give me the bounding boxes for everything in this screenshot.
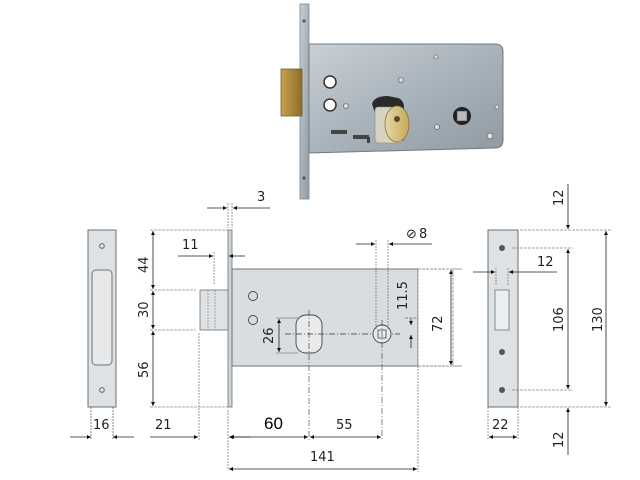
faceplate-front-view: 16	[70, 229, 134, 440]
strike-top-margin-label: 12	[552, 189, 567, 206]
lock-photo	[280, 3, 504, 200]
photo-lock-body	[308, 43, 504, 154]
faceplate-width-label: 16	[93, 418, 110, 433]
strike-plate-view: 12 12 106 130 12 22	[473, 184, 612, 455]
cylinder-height-label: 26	[262, 327, 277, 344]
spindle-offset-label: 11.5	[396, 281, 411, 310]
offset-label: 21	[155, 418, 172, 433]
strike-hole-offset-label: 12	[537, 255, 554, 270]
photo-latch-bolt	[280, 68, 303, 117]
square-symbol: ⊘	[406, 227, 417, 242]
faceplate-thickness-label: 3	[257, 190, 265, 205]
bolt-projection-label: 11	[182, 238, 199, 253]
side-view: 44 30 56 11 3 21	[137, 190, 270, 470]
strike-hole-spacing-label: 106	[552, 307, 567, 332]
center-distance-label: 55	[336, 418, 353, 433]
strike-total-height-label: 130	[591, 307, 606, 332]
total-depth-label: 141	[310, 450, 335, 465]
backset-label: 60	[264, 414, 283, 433]
body-height-label: 72	[431, 315, 446, 332]
strike-width-label: 22	[492, 418, 509, 433]
lock-body-view: 26 ⊘ 8 11.5 72 60 55 141	[229, 227, 462, 472]
side-latch-label: 30	[137, 301, 152, 318]
side-bottom-label: 56	[137, 361, 152, 378]
side-top-label: 44	[137, 256, 152, 273]
strike-bottom-margin-label: 12	[552, 431, 567, 448]
photo-spindle-hole	[456, 110, 468, 122]
square-spindle-label: 8	[419, 227, 427, 242]
